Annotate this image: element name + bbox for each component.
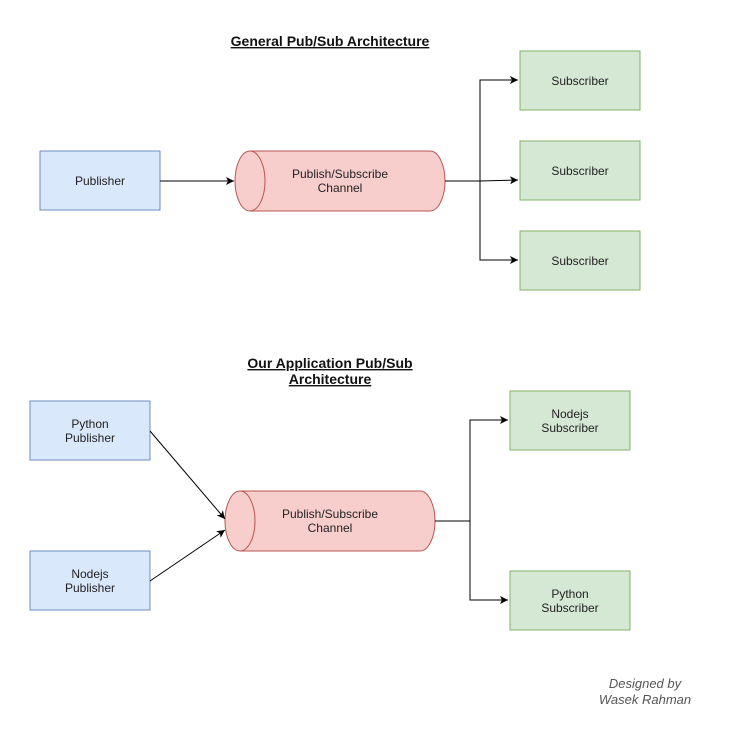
python-subscriber-label-line-1: Python	[551, 587, 588, 601]
nodejs-publisher-label-line-2: Publisher	[65, 581, 115, 595]
application-channel-cap	[239, 490, 256, 552]
general-publisher-box	[39, 150, 161, 211]
python-publisher-label-line-2: Publisher	[65, 431, 115, 445]
nodejs-publisher-box	[29, 550, 151, 611]
application-channel-body	[224, 490, 436, 552]
application-channel-node[interactable]: Publish/Subscribe Channel	[224, 490, 436, 552]
nodejs-subscriber-label-line-1: Nodejs	[551, 407, 588, 421]
nodejs-publisher-label-line-1: Nodejs	[71, 567, 108, 581]
general-subscriber-box	[519, 50, 641, 111]
application-title-line-1: Our Application Pub/Sub	[247, 355, 412, 371]
application-channel-label-line-2: Channel	[308, 521, 353, 535]
general-channel-label-line-2: Channel	[318, 181, 363, 195]
nodejs-subscriber-box	[509, 390, 631, 451]
application-python-publisher-node[interactable]: Python Publisher	[29, 400, 151, 461]
general-section: General Pub/Sub Architecture Publisher P…	[39, 33, 641, 291]
application-python-subscriber-node[interactable]: Python Subscriber	[509, 570, 631, 631]
edge-python-publisher-to-channel	[149, 430, 226, 520]
application-channel-label-line-1: Publish/Subscribe	[282, 507, 378, 521]
general-channel-label-line-1: Publish/Subscribe	[292, 167, 388, 181]
general-subscriber-node[interactable]: Subscriber	[519, 140, 641, 201]
general-title: General Pub/Sub Architecture	[231, 33, 430, 49]
python-publisher-label-line-1: Python	[71, 417, 108, 431]
edge-channel-to-python-subscriber	[435, 520, 508, 604]
credit: Designed by Wasek Rahman	[599, 676, 691, 707]
credit-line-2: Wasek Rahman	[599, 692, 691, 707]
edge-nodejs-publisher-to-channel	[149, 529, 226, 582]
application-section: Our Application Pub/Sub Architecture Pyt…	[29, 355, 631, 631]
credit-line-1: Designed by	[609, 676, 683, 691]
nodejs-subscriber-label-line-2: Subscriber	[541, 421, 598, 435]
application-nodejs-subscriber-node[interactable]: Nodejs Subscriber	[509, 390, 631, 451]
general-subscriber-label: Subscriber	[551, 164, 608, 178]
general-channel-body	[234, 150, 446, 212]
application-title-line-2: Architecture	[289, 371, 372, 387]
general-subscriber-label: Subscriber	[551, 254, 608, 268]
general-channel-cap	[249, 150, 266, 212]
general-subscriber-box	[519, 230, 641, 291]
general-channel-node[interactable]: Publish/Subscribe Channel	[234, 150, 446, 212]
general-subscriber-node[interactable]: Subscriber	[519, 230, 641, 291]
python-subscriber-label-line-2: Subscriber	[541, 601, 598, 615]
python-subscriber-box	[509, 570, 631, 631]
general-publisher-node[interactable]: Publisher	[39, 150, 161, 211]
general-subscriber-box	[519, 140, 641, 201]
general-subscriber-label: Subscriber	[551, 74, 608, 88]
edge-channel-to-subscriber-1	[445, 76, 518, 182]
python-publisher-box	[29, 400, 151, 461]
edge-channel-to-nodejs-subscriber	[435, 416, 508, 522]
application-nodejs-publisher-node[interactable]: Nodejs Publisher	[29, 550, 151, 611]
general-subscriber-node[interactable]: Subscriber	[519, 50, 641, 111]
general-publisher-label: Publisher	[75, 174, 125, 188]
edge-channel-to-subscriber-3	[445, 180, 518, 264]
